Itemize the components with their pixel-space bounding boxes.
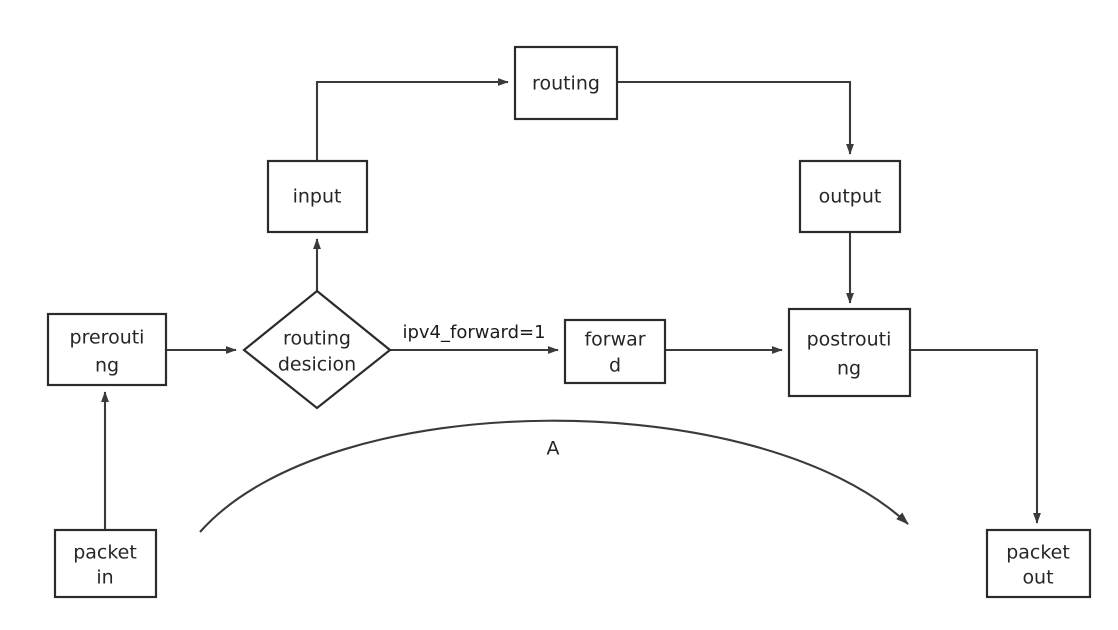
postrouting-box xyxy=(787,307,912,398)
input-label: input xyxy=(293,186,342,208)
prerouting-label-line2: ng xyxy=(95,355,119,377)
node-prerouting[interactable]: prerouti ng xyxy=(46,312,168,387)
node-postrouting[interactable]: postrouti ng xyxy=(787,307,912,398)
output-label: output xyxy=(819,186,882,208)
node-input[interactable]: input xyxy=(266,159,369,234)
edge-routing-to-output xyxy=(617,80,854,155)
packet-out-box xyxy=(985,528,1092,599)
packet-in-box xyxy=(53,528,158,599)
routing-decision-label-line1: routing xyxy=(283,328,351,350)
postrouting-label-line2: ng xyxy=(837,358,861,380)
forward-label-line2: d xyxy=(609,355,621,377)
packet-in-label-line2: in xyxy=(96,567,113,589)
edge-postrouting-to-packet-out xyxy=(910,348,1041,524)
node-forward[interactable]: forwar d xyxy=(563,318,667,385)
packet-out-label-line2: out xyxy=(1022,567,1053,589)
postrouting-label-line1: postrouti xyxy=(807,329,892,351)
routing-decision-label-line2: desicion xyxy=(278,354,356,376)
packet-out-label-line1: packet xyxy=(1006,542,1070,564)
curve-label-a: A xyxy=(547,438,560,460)
forward-label-line1: forwar xyxy=(584,329,645,351)
prerouting-box xyxy=(46,312,168,387)
node-packet-in[interactable]: packet in xyxy=(53,528,158,599)
node-routing-decision[interactable]: routing desicion xyxy=(242,289,392,410)
forward-box xyxy=(563,318,667,385)
node-routing[interactable]: routing xyxy=(513,45,619,121)
node-output[interactable]: output xyxy=(798,159,902,234)
edge-input-to-routing xyxy=(315,78,509,161)
routing-decision-diamond xyxy=(242,289,392,410)
edge-curve-a xyxy=(199,419,909,533)
routing-label: routing xyxy=(532,73,600,95)
prerouting-label-line1: prerouti xyxy=(70,327,145,349)
input-box xyxy=(266,159,369,234)
node-packet-out[interactable]: packet out xyxy=(985,528,1092,599)
routing-box xyxy=(513,45,619,121)
output-box xyxy=(798,159,902,234)
packet-in-label-line1: packet xyxy=(73,542,137,564)
edge-label-ipv4-forward: ipv4_forward=1 xyxy=(402,322,545,343)
